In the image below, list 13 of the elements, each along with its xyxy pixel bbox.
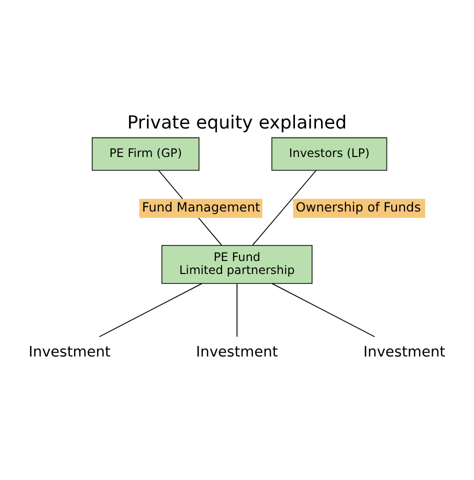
connector — [272, 283, 376, 338]
node-text: Investment — [363, 344, 446, 361]
node-text: Investment — [28, 344, 111, 361]
edge-label: Ownership of Funds — [296, 200, 421, 215]
diagram-title: Private equity explained — [127, 112, 347, 134]
connector — [252, 170, 317, 246]
connector — [236, 283, 238, 338]
node-box: Investors (LP) — [271, 137, 388, 171]
node-box: PE Firm (GP) — [92, 137, 200, 171]
connector — [98, 283, 202, 338]
node-text: Investment — [196, 344, 278, 361]
node-box: PE Fund Limited partnership — [161, 244, 313, 284]
edge-label: Fund Management — [142, 200, 260, 215]
